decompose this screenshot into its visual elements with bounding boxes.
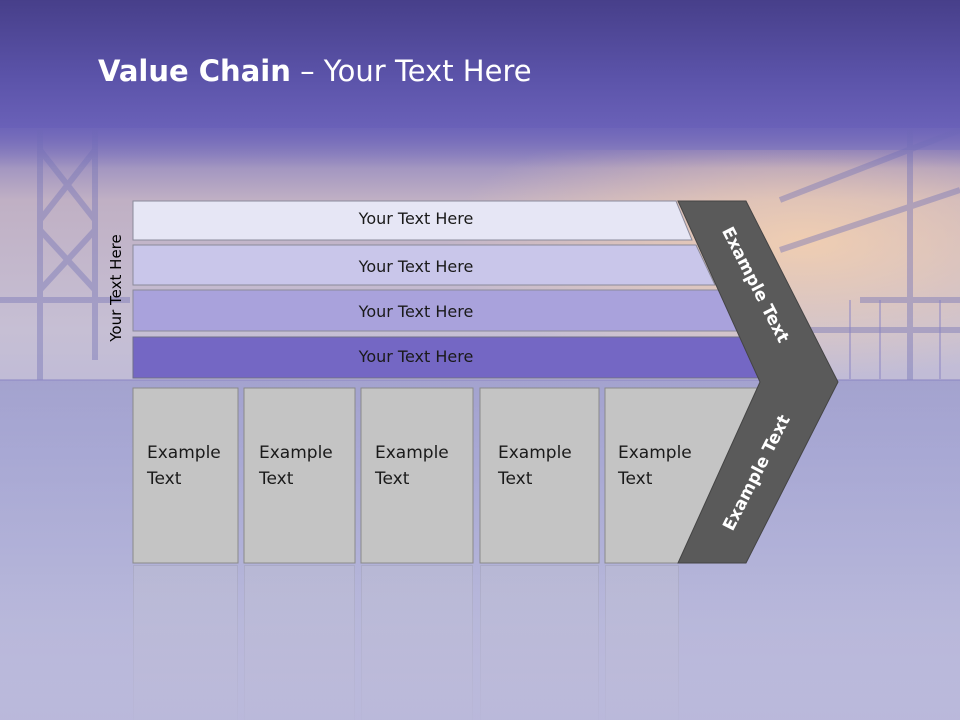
bar-1 (132, 200, 693, 241)
bar-2-label: Your Text Here (358, 257, 474, 276)
header-band (0, 0, 960, 128)
bar-2 (132, 244, 716, 286)
title-bold: Value Chain (98, 54, 291, 88)
cell-1 (132, 387, 239, 564)
cell-2 (243, 387, 356, 564)
bar-3-label: Your Text Here (358, 302, 474, 321)
slide-title: Value Chain – Your Text Here (98, 54, 532, 98)
reflection-fade (0, 565, 960, 720)
chevron-arrow (677, 200, 839, 564)
title-rest: – Your Text Here (290, 54, 532, 88)
bar-1-label: Your Text Here (358, 209, 474, 228)
header-fade (0, 128, 960, 168)
bar-4-label: Your Text Here (358, 347, 474, 366)
cell-4 (479, 387, 600, 564)
cell-3 (360, 387, 474, 564)
